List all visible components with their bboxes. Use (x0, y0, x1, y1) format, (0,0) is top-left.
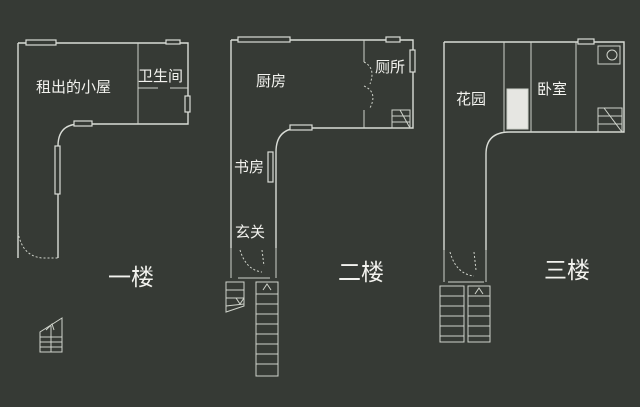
room-label: 卫生间 (138, 67, 183, 85)
room-label: 厕所 (375, 58, 405, 76)
floor-2-plan: 厨房 厕所 书房 玄关 二楼 (225, 36, 416, 377)
floor-3-stairs (439, 285, 491, 343)
floor-1-window (184, 95, 191, 113)
floor-2-window (289, 124, 313, 131)
floor-2-stair-up (255, 281, 279, 377)
floor-3-light-well (506, 88, 529, 130)
room-label: 厨房 (256, 72, 286, 90)
floor-label: 一楼 (108, 265, 154, 291)
floor-label: 二楼 (338, 260, 384, 286)
floor-label: 三楼 (544, 258, 590, 284)
floor-1-window (54, 145, 61, 195)
floor-1-window (25, 39, 57, 46)
floor-2-window (385, 36, 401, 43)
floor-3-entry-door (449, 251, 477, 277)
room-label: 花园 (456, 90, 486, 108)
floor-2-walls (230, 39, 414, 248)
floor-2-door-swing (363, 61, 374, 109)
floor-3-partitions (503, 42, 577, 132)
floor-1-door-swing (17, 231, 58, 259)
floor-2-stair-down (225, 281, 245, 313)
floor-1-window (165, 39, 181, 45)
floor-3-window (577, 38, 595, 45)
floor-1-bathroom-walls (137, 43, 188, 124)
room-label: 玄关 (235, 223, 265, 241)
floor-3-plan: 花园 卧室 三楼 (439, 38, 625, 343)
floor-1-window (73, 120, 93, 127)
floor-1-plan: 租出的小屋 卫生间 一楼 (17, 39, 191, 353)
floor-2-entry-door (239, 249, 265, 273)
floor-1-stair-icon (39, 317, 63, 353)
floor-2-entry-walls (230, 248, 277, 279)
floor-3-entry-walls (443, 250, 487, 283)
floor-2-window (267, 151, 274, 183)
floor-3-walls (443, 41, 625, 250)
floor-3-corner-stair (597, 45, 623, 133)
room-label: 租出的小屋 (36, 78, 111, 96)
room-label: 书房 (234, 158, 264, 176)
floor-2-corner-stair (391, 109, 411, 129)
floor-2-window (237, 36, 291, 43)
floor-2-window (409, 49, 416, 73)
floor-1-walls (17, 42, 189, 258)
room-label: 卧室 (537, 80, 567, 98)
